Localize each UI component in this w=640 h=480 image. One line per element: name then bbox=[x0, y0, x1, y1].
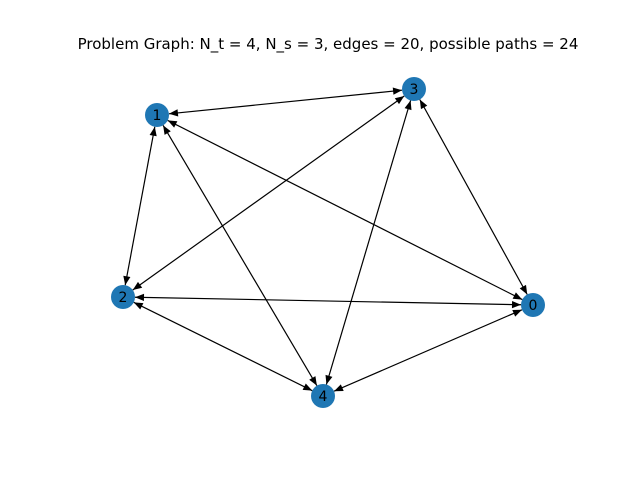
arrowhead-0-to-1 bbox=[167, 120, 178, 128]
arrowhead-0-to-3 bbox=[419, 99, 428, 110]
arrowhead-0-to-2 bbox=[134, 293, 145, 302]
node-label: 3 bbox=[410, 82, 419, 98]
edge-2-3 bbox=[132, 95, 405, 291]
node-label: 2 bbox=[119, 290, 128, 306]
node-label: 1 bbox=[153, 108, 162, 124]
arrowhead-4-to-3 bbox=[404, 100, 412, 111]
nodes-layer: 0 1 2 3 4 bbox=[111, 77, 545, 408]
arrowhead-1-to-3 bbox=[392, 87, 403, 95]
arrowhead-3-to-0 bbox=[519, 284, 528, 295]
graph-node-0: 0 bbox=[521, 293, 545, 317]
node-circle bbox=[521, 293, 545, 317]
arrowhead-0-to-4 bbox=[334, 384, 344, 392]
node-label: 4 bbox=[319, 389, 328, 405]
arrowhead-3-to-2 bbox=[132, 281, 143, 291]
arrowhead-3-to-4 bbox=[325, 374, 333, 385]
graph-node-2: 2 bbox=[111, 285, 135, 309]
node-circle bbox=[311, 384, 335, 408]
edge-0-3 bbox=[419, 99, 528, 295]
arrowhead-2-to-1 bbox=[149, 126, 157, 137]
arrowhead-1-to-0 bbox=[512, 292, 523, 300]
node-circle bbox=[402, 77, 426, 101]
edge-0-2 bbox=[134, 296, 522, 306]
arrowhead-2-to-3 bbox=[394, 95, 405, 105]
arrowhead-1-to-2 bbox=[123, 275, 131, 286]
graph-title: Problem Graph: N_t = 4, N_s = 3, edges =… bbox=[78, 35, 579, 54]
node-circle bbox=[145, 103, 169, 127]
arrowhead-2-to-0 bbox=[511, 300, 522, 309]
edge-3-4 bbox=[325, 100, 412, 385]
node-circle bbox=[111, 285, 135, 309]
arrowhead-1-to-4 bbox=[309, 376, 317, 386]
edge-1-2 bbox=[124, 126, 156, 286]
edge-0-1 bbox=[167, 119, 523, 301]
graph-node-4: 4 bbox=[311, 384, 335, 408]
arrowhead-4-to-2 bbox=[133, 302, 144, 310]
edge-2-4 bbox=[133, 301, 313, 392]
graph-node-1: 1 bbox=[145, 103, 169, 127]
edge-0-4 bbox=[333, 309, 523, 392]
arrowhead-4-to-1 bbox=[163, 125, 171, 135]
arrowhead-2-to-4 bbox=[302, 383, 313, 391]
arrowhead-4-to-0 bbox=[512, 309, 522, 317]
graph-node-3: 3 bbox=[402, 77, 426, 101]
edges-layer bbox=[123, 87, 528, 392]
edge-1-3 bbox=[168, 89, 403, 115]
edge-1-4 bbox=[162, 125, 318, 386]
arrowhead-3-to-1 bbox=[168, 109, 179, 117]
node-label: 0 bbox=[529, 298, 538, 314]
